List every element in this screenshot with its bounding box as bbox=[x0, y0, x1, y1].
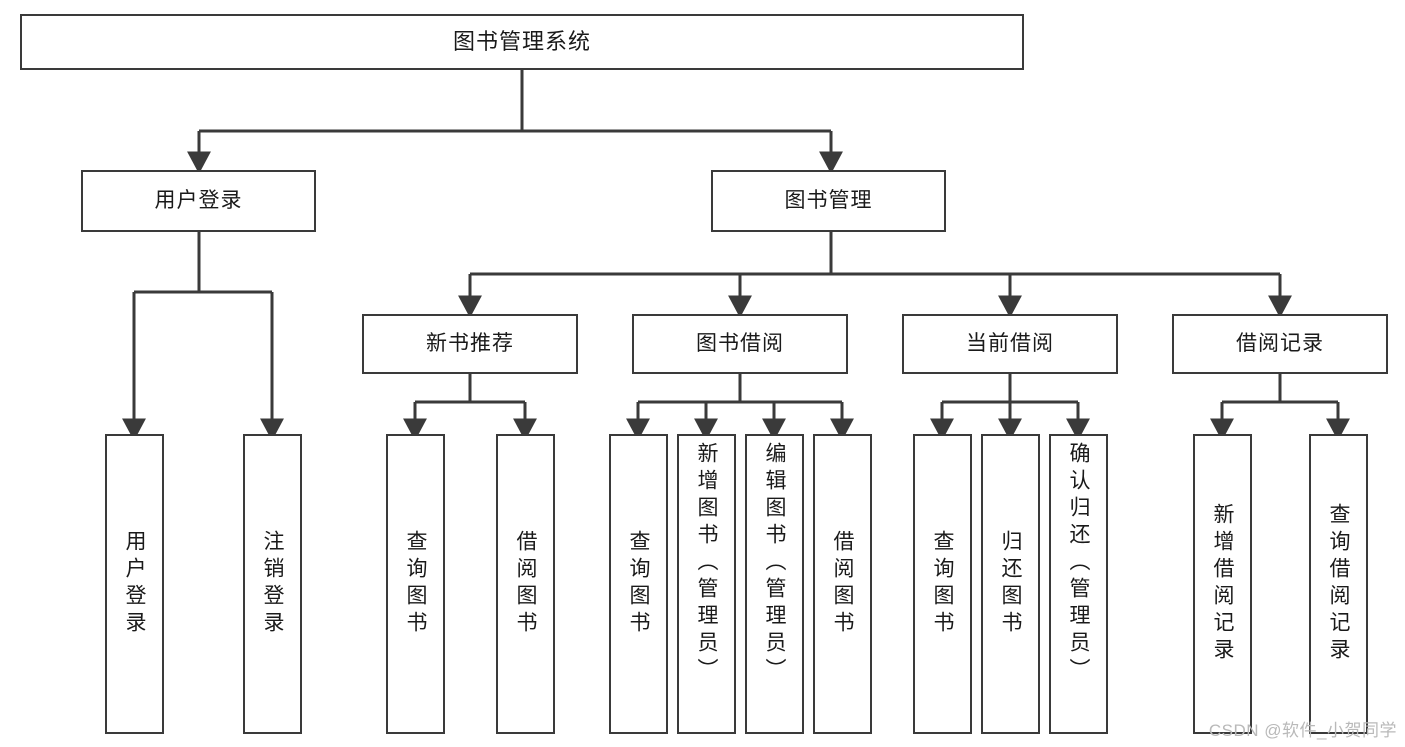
node-label: 新增图书（管理员） bbox=[695, 442, 718, 685]
leaf-query-borrow-record[interactable]: 查询借阅记录 bbox=[1309, 434, 1368, 734]
leaf-confirm-return[interactable]: 确认归还（管理员） bbox=[1049, 434, 1108, 734]
node-label: 图书借阅 bbox=[696, 331, 784, 355]
node-label: 用户登录 bbox=[154, 188, 243, 212]
leaf-borrow-book[interactable]: 借阅图书 bbox=[813, 434, 872, 734]
node-borrow-record[interactable]: 借阅记录 bbox=[1172, 314, 1388, 374]
leaf-borrow-book-recommend[interactable]: 借阅图书 bbox=[496, 434, 555, 734]
leaf-user-login[interactable]: 用户登录 bbox=[105, 434, 164, 734]
node-current-borrow[interactable]: 当前借阅 bbox=[902, 314, 1118, 374]
node-label: 借阅图书 bbox=[514, 530, 537, 638]
node-label: 编辑图书（管理员） bbox=[763, 442, 786, 685]
node-root-book-management-system[interactable]: 图书管理系统 bbox=[20, 14, 1024, 70]
node-label: 图书管理系统 bbox=[452, 29, 591, 55]
leaf-logout[interactable]: 注销登录 bbox=[243, 434, 302, 734]
node-label: 归还图书 bbox=[999, 530, 1022, 638]
node-label: 确认归还（管理员） bbox=[1067, 442, 1090, 685]
watermark: CSDN @软件_小贺同学 bbox=[1208, 721, 1397, 740]
node-book-borrow[interactable]: 图书借阅 bbox=[632, 314, 848, 374]
node-label: 图书管理 bbox=[784, 188, 873, 212]
node-label: 当前借阅 bbox=[966, 331, 1054, 355]
leaf-query-book-current[interactable]: 查询图书 bbox=[913, 434, 972, 734]
node-label: 借阅图书 bbox=[831, 530, 854, 638]
leaf-return-book[interactable]: 归还图书 bbox=[981, 434, 1040, 734]
leaf-query-book-borrow[interactable]: 查询图书 bbox=[609, 434, 668, 734]
node-label: 用户登录 bbox=[123, 530, 146, 638]
node-label: 新增借阅记录 bbox=[1211, 503, 1234, 665]
node-label: 新书推荐 bbox=[426, 331, 514, 355]
node-label: 查询借阅记录 bbox=[1327, 503, 1350, 665]
node-label: 查询图书 bbox=[404, 530, 427, 638]
leaf-query-book-recommend[interactable]: 查询图书 bbox=[386, 434, 445, 734]
node-user-login[interactable]: 用户登录 bbox=[81, 170, 316, 232]
leaf-add-book[interactable]: 新增图书（管理员） bbox=[677, 434, 736, 734]
node-label: 注销登录 bbox=[261, 530, 284, 638]
leaf-add-borrow-record[interactable]: 新增借阅记录 bbox=[1193, 434, 1252, 734]
node-label: 查询图书 bbox=[931, 530, 954, 638]
node-label: 查询图书 bbox=[627, 530, 650, 638]
node-book-manage[interactable]: 图书管理 bbox=[711, 170, 946, 232]
node-label: 借阅记录 bbox=[1236, 331, 1324, 355]
node-new-book-recommend[interactable]: 新书推荐 bbox=[362, 314, 578, 374]
leaf-edit-book[interactable]: 编辑图书（管理员） bbox=[745, 434, 804, 734]
